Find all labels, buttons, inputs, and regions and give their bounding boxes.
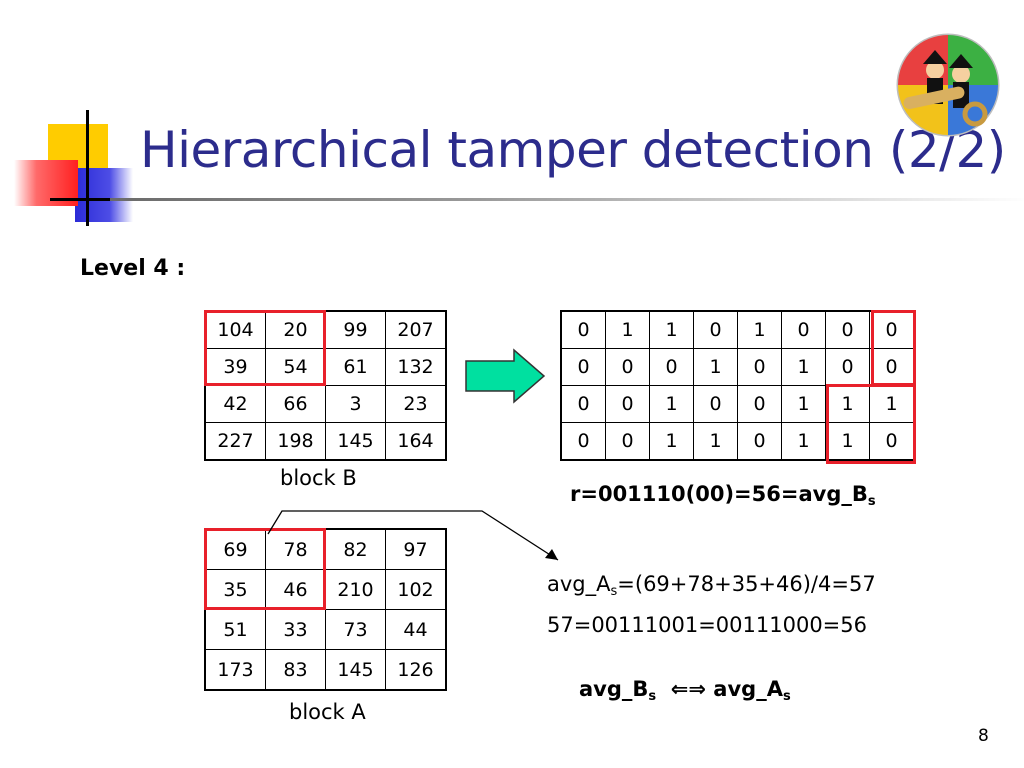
table-cell: 1 bbox=[781, 385, 826, 423]
table-cell: 1 bbox=[781, 422, 826, 461]
table-cell: 210 bbox=[325, 569, 386, 610]
table-cell: 1 bbox=[649, 422, 694, 461]
level-label: Level 4 : bbox=[80, 256, 186, 281]
avg-a-equation: avg_As=(69+78+35+46)/4=57 bbox=[547, 572, 876, 599]
table-cell: 1 bbox=[649, 385, 694, 423]
table-cell: 0 bbox=[560, 385, 606, 423]
table-cell: 1 bbox=[693, 348, 738, 386]
table-cell: 0 bbox=[869, 348, 915, 386]
table-cell: 1 bbox=[605, 310, 650, 349]
table-cell: 73 bbox=[325, 609, 386, 650]
table-cell: 42 bbox=[204, 385, 266, 423]
table-cell: 66 bbox=[265, 385, 326, 423]
logo-icon bbox=[896, 33, 1000, 137]
table-cell: 126 bbox=[385, 649, 447, 691]
table-cell: 51 bbox=[204, 609, 266, 650]
table-cell: 0 bbox=[825, 348, 870, 386]
binary-equation: 57=00111001=00111000=56 bbox=[547, 613, 868, 637]
connector-arrow bbox=[267, 510, 559, 561]
comparison-line: avg_Bs ⇐⇒ avg_As bbox=[579, 677, 791, 704]
table-cell: 145 bbox=[325, 422, 386, 461]
table-cell: 0 bbox=[737, 348, 782, 386]
table-cell: 1 bbox=[825, 385, 870, 423]
table-cell: 1 bbox=[825, 422, 870, 461]
table-cell: 102 bbox=[385, 569, 447, 610]
decor-vertical-line bbox=[86, 110, 89, 226]
table-cell: 0 bbox=[737, 385, 782, 423]
table-cell: 0 bbox=[605, 422, 650, 461]
table-cell: 0 bbox=[693, 385, 738, 423]
table-cell: 61 bbox=[325, 348, 386, 386]
decor-horizontal-line bbox=[50, 198, 140, 201]
table-cell: 23 bbox=[385, 385, 447, 423]
table-cell: 1 bbox=[693, 422, 738, 461]
table-cell: 1 bbox=[869, 385, 915, 423]
table-cell: 0 bbox=[869, 310, 915, 349]
table-cell: 0 bbox=[560, 348, 606, 386]
table-cell: 0 bbox=[693, 310, 738, 349]
block-b-caption: block B bbox=[280, 466, 357, 490]
title-underline bbox=[110, 198, 1024, 201]
decor-blue-square bbox=[75, 168, 133, 222]
table-cell: 0 bbox=[560, 422, 606, 461]
table-cell: 99 bbox=[325, 310, 386, 349]
block-a-caption: block A bbox=[289, 700, 366, 724]
table-cell: 44 bbox=[385, 609, 447, 650]
table-cell: 0 bbox=[737, 422, 782, 461]
r-equation: r=001110(00)=56=avg_Bs bbox=[570, 482, 876, 509]
table-cell: 164 bbox=[385, 422, 447, 461]
table-cell: 0 bbox=[605, 348, 650, 386]
table-cell: 46 bbox=[265, 569, 326, 610]
table-cell: 0 bbox=[649, 348, 694, 386]
table-cell: 33 bbox=[265, 609, 326, 650]
table-cell: 0 bbox=[825, 310, 870, 349]
table-cell: 1 bbox=[781, 348, 826, 386]
bits-highlight-top bbox=[871, 310, 916, 386]
table-cell: 3 bbox=[325, 385, 386, 423]
table-cell: 78 bbox=[265, 528, 326, 570]
table-cell: 207 bbox=[385, 310, 447, 349]
block-b-highlight bbox=[204, 310, 326, 386]
table-cell: 0 bbox=[605, 385, 650, 423]
table-cell: 145 bbox=[325, 649, 386, 691]
slide-title: Hierarchical tamper detection (2/2) bbox=[140, 121, 1006, 179]
table-cell: 82 bbox=[325, 528, 386, 570]
table-cell: 1 bbox=[737, 310, 782, 349]
double-arrow-icon: ⇐⇒ bbox=[670, 677, 706, 701]
table-cell: 0 bbox=[560, 310, 606, 349]
block-a-highlight bbox=[204, 528, 326, 610]
page-number: 8 bbox=[978, 726, 989, 746]
table-cell: 0 bbox=[869, 422, 915, 461]
table-cell: 1 bbox=[649, 310, 694, 349]
table-cell: 83 bbox=[265, 649, 326, 691]
right-arrow-icon bbox=[465, 348, 546, 404]
table-cell: 227 bbox=[204, 422, 266, 461]
table-cell: 0 bbox=[781, 310, 826, 349]
bits-highlight-bottom bbox=[826, 384, 916, 464]
table-cell: 97 bbox=[385, 528, 447, 570]
table-cell: 198 bbox=[265, 422, 326, 461]
table-cell: 132 bbox=[385, 348, 447, 386]
table-cell: 104 bbox=[204, 310, 266, 349]
table-cell: 173 bbox=[204, 649, 266, 691]
